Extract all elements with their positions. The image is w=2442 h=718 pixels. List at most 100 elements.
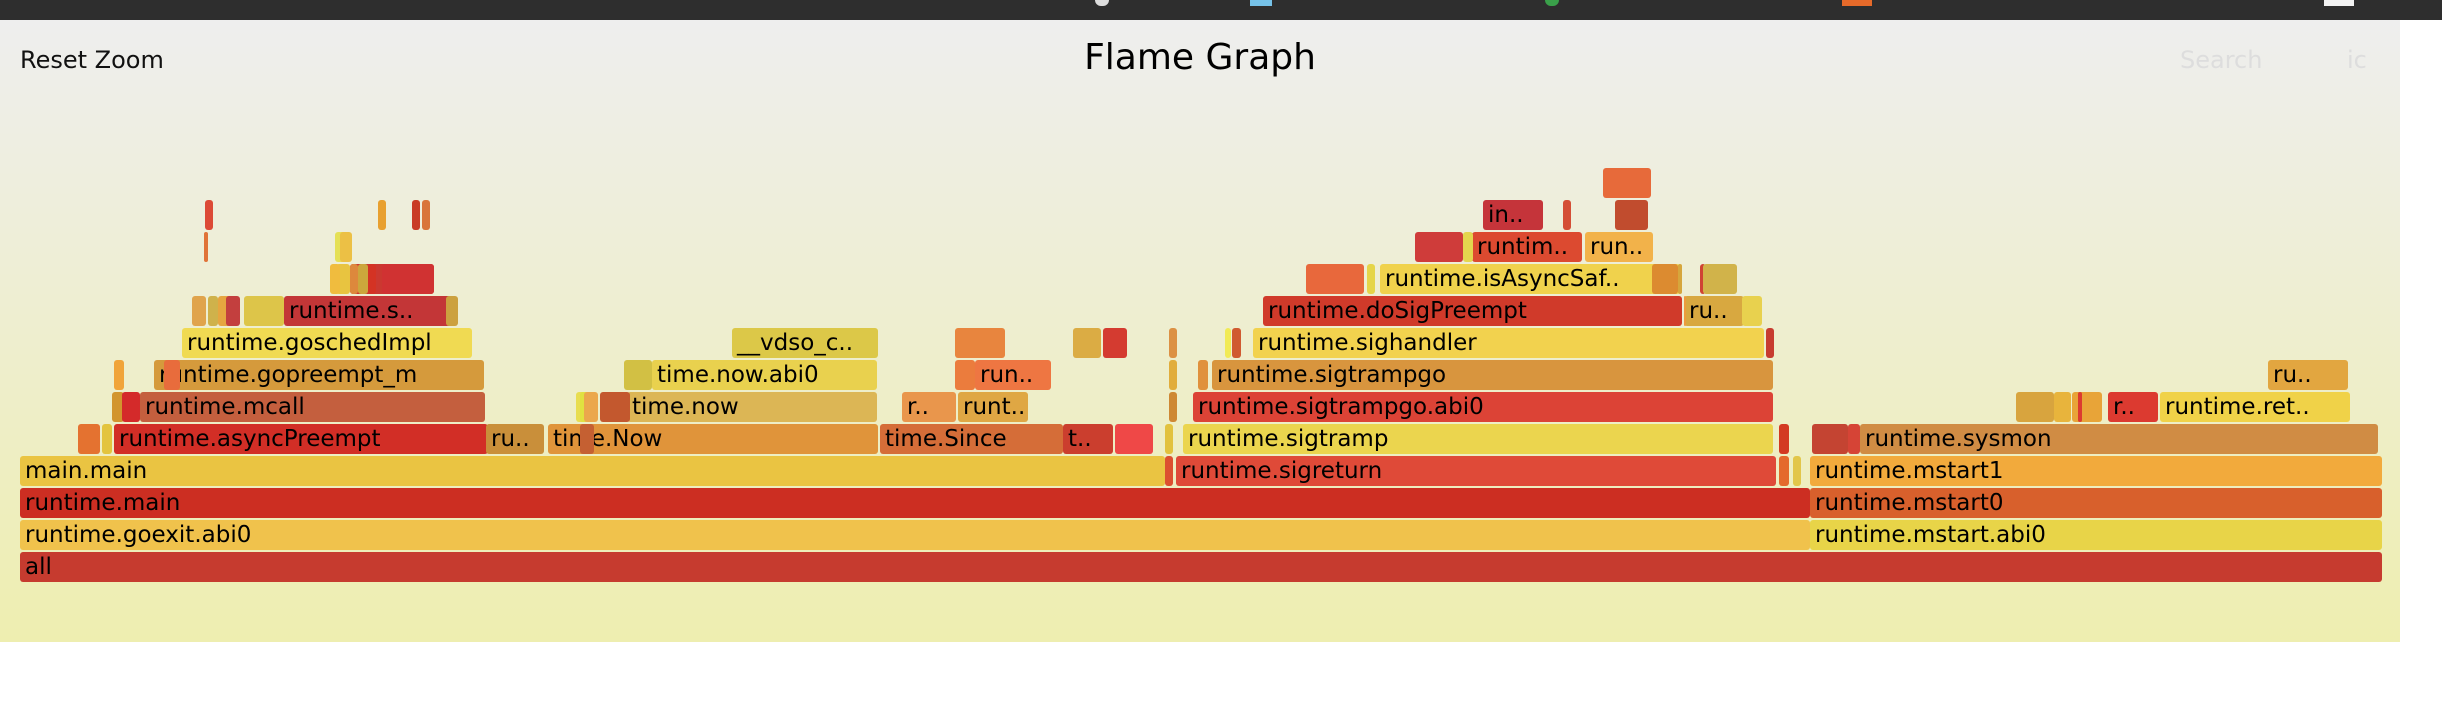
flame-frame[interactable]: [164, 360, 180, 390]
flame-frame[interactable]: [330, 264, 340, 294]
flame-frame[interactable]: runtime.isAsyncSaf..: [1380, 264, 1680, 294]
flame-frame[interactable]: [1463, 232, 1473, 262]
flame-frame[interactable]: time.now.abi0: [652, 360, 877, 390]
flame-frame[interactable]: [1603, 168, 1651, 198]
flame-frame[interactable]: [1779, 424, 1789, 454]
flame-frame[interactable]: time.Now: [548, 424, 878, 454]
flame-frame[interactable]: [208, 296, 218, 326]
flame-frame[interactable]: main.main: [20, 456, 1165, 486]
ignore-case-toggle[interactable]: ic: [2347, 46, 2367, 74]
flame-frame[interactable]: r..: [902, 392, 956, 422]
flame-frame[interactable]: runtime.sigtrampgo: [1212, 360, 1773, 390]
flame-frame[interactable]: __vdso_c..: [732, 328, 878, 358]
flame-frame[interactable]: [1812, 424, 1848, 454]
flame-frame[interactable]: [340, 232, 352, 262]
flame-frame[interactable]: ru..: [2268, 360, 2348, 390]
flame-frame[interactable]: [1169, 328, 1177, 358]
flame-frame[interactable]: [1169, 360, 1177, 390]
flame-frame[interactable]: [1615, 200, 1648, 230]
flame-frame[interactable]: runtime.main: [20, 488, 1810, 518]
flame-frame[interactable]: [1742, 296, 1762, 326]
flame-frame[interactable]: [1198, 360, 1208, 390]
flame-frame[interactable]: runtime.s..: [284, 296, 452, 326]
flame-frame[interactable]: runtime.mstart.abi0: [1810, 520, 2382, 550]
flame-frame[interactable]: [368, 264, 376, 294]
flame-frame[interactable]: [1232, 328, 1241, 358]
flame-frame[interactable]: [1169, 392, 1177, 422]
flame-frame[interactable]: [1367, 264, 1375, 294]
flame-frame[interactable]: [102, 424, 112, 454]
flame-frame[interactable]: [1684, 296, 1686, 326]
flame-frame[interactable]: run..: [1585, 232, 1653, 262]
flame-frame[interactable]: runtime.sigtrampgo.abi0: [1193, 392, 1773, 422]
flame-frame[interactable]: [600, 392, 630, 422]
flame-frame[interactable]: t..: [1063, 424, 1113, 454]
flame-frame[interactable]: [378, 200, 386, 230]
flame-frame[interactable]: [1165, 456, 1173, 486]
flame-frame[interactable]: runt..: [958, 392, 1028, 422]
flame-frame[interactable]: runtime.sigreturn: [1176, 456, 1776, 486]
flame-frame[interactable]: [2078, 392, 2082, 422]
reset-zoom-button[interactable]: Reset Zoom: [20, 46, 164, 74]
flame-frame[interactable]: [358, 264, 368, 294]
flame-frame[interactable]: [78, 424, 100, 454]
flame-frame[interactable]: [955, 328, 1005, 358]
flame-frame[interactable]: runtime.asyncPreempt: [114, 424, 488, 454]
flame-frame[interactable]: [244, 296, 284, 326]
flame-frame[interactable]: [204, 232, 208, 262]
flame-frame[interactable]: runtime.mstart0: [1810, 488, 2382, 518]
flame-frame[interactable]: [412, 200, 420, 230]
flame-frame[interactable]: run..: [975, 360, 1051, 390]
flame-frame[interactable]: [624, 360, 652, 390]
flame-frame[interactable]: [1103, 328, 1127, 358]
flame-frame[interactable]: runtime.mcall: [140, 392, 485, 422]
flame-frame[interactable]: runtime.doSigPreempt: [1263, 296, 1682, 326]
flame-frame[interactable]: [1678, 264, 1682, 294]
flame-frame[interactable]: [205, 200, 213, 230]
flame-frame[interactable]: runtime.gopreempt_m: [154, 360, 484, 390]
flame-frame[interactable]: [1848, 424, 1860, 454]
flame-frame[interactable]: [1115, 424, 1153, 454]
flame-frame[interactable]: [446, 296, 458, 326]
flame-frame[interactable]: runtime.goexit.abi0: [20, 520, 1810, 550]
flame-frame[interactable]: [1165, 424, 1173, 454]
flame-frame[interactable]: [1779, 456, 1789, 486]
flame-frame[interactable]: runtime.mstart1: [1810, 456, 2382, 486]
flame-frame[interactable]: runtime.sighandler: [1253, 328, 1764, 358]
flame-frame[interactable]: [580, 424, 594, 454]
flame-frame[interactable]: [955, 360, 975, 390]
flame-frame[interactable]: [422, 200, 430, 230]
flame-frame[interactable]: [2054, 392, 2071, 422]
flame-frame[interactable]: [1793, 456, 1801, 486]
flame-frame[interactable]: [382, 264, 434, 294]
flame-frame[interactable]: runtime.ret..: [2160, 392, 2350, 422]
flame-frame[interactable]: [1225, 328, 1231, 358]
flame-frame[interactable]: time.Since: [880, 424, 1063, 454]
flame-frame[interactable]: in..: [1483, 200, 1543, 230]
flame-frame[interactable]: [112, 392, 124, 422]
flame-frame[interactable]: [1703, 264, 1737, 294]
flame-frame[interactable]: runtime.goschedImpl: [182, 328, 472, 358]
flame-frame[interactable]: [1073, 328, 1101, 358]
flame-frame[interactable]: ru..: [486, 424, 544, 454]
flame-frame[interactable]: [584, 392, 598, 422]
flame-frame[interactable]: [1652, 264, 1678, 294]
flame-frame[interactable]: [114, 360, 124, 390]
flame-frame[interactable]: all: [20, 552, 2382, 582]
flame-frame[interactable]: [2072, 392, 2102, 422]
flame-frame[interactable]: time.now: [627, 392, 877, 422]
search-button[interactable]: Search: [2180, 46, 2263, 74]
flame-frame[interactable]: runtim..: [1472, 232, 1582, 262]
flame-frame[interactable]: [226, 296, 240, 326]
flame-frame[interactable]: [1415, 232, 1463, 262]
flame-frame[interactable]: [122, 392, 140, 422]
flame-frame[interactable]: runtime.sysmon: [1860, 424, 2378, 454]
flame-frame[interactable]: [350, 264, 358, 294]
flame-frame[interactable]: [1306, 264, 1364, 294]
flame-frame[interactable]: [1563, 200, 1571, 230]
flame-frame[interactable]: runtime.sigtramp: [1183, 424, 1773, 454]
flame-frame[interactable]: [2016, 392, 2054, 422]
flame-frame[interactable]: ru..: [1684, 296, 1744, 326]
flame-frame[interactable]: r..: [2108, 392, 2158, 422]
flame-frame[interactable]: [192, 296, 206, 326]
